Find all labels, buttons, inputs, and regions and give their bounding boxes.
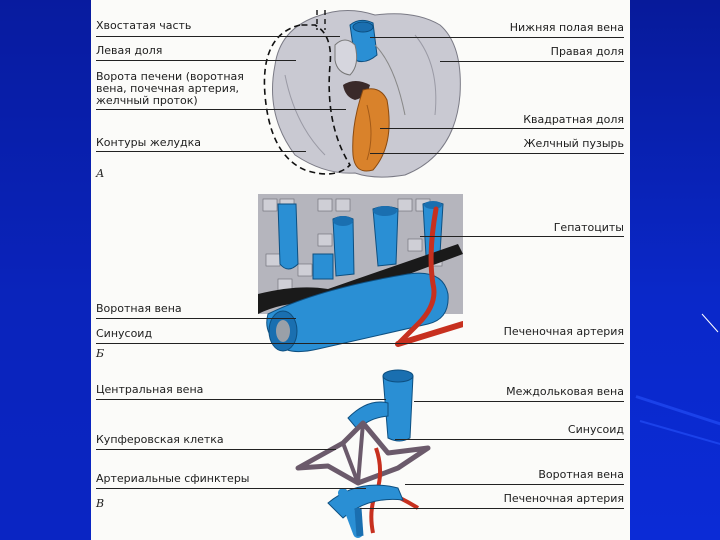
leader-line [420, 236, 624, 237]
leader-line [96, 343, 624, 344]
leader-line [96, 109, 346, 110]
background-stripe [639, 420, 720, 453]
label-inferior-vena-cava: Нижняя полая вена [509, 21, 624, 34]
background-stripe [0, 0, 91, 540]
label-sinusoid-b: Синусоид [96, 327, 153, 340]
label-quadrate-lobe: Квадратная доля [523, 113, 624, 126]
label-portal-vein-c: Воротная вена [538, 468, 624, 481]
label-arterial-sphincters: Артериальные сфинктеры [96, 472, 250, 485]
leader-line [96, 151, 306, 152]
leader-line [96, 488, 366, 489]
background-stripe [635, 395, 720, 436]
liver-illustration [263, 10, 461, 178]
leader-line [96, 449, 336, 450]
section-letter-c: В [96, 497, 105, 510]
leader-line [96, 318, 296, 319]
label-stomach-contour: Контуры желудка [96, 136, 202, 149]
label-interlobular-vein: Междольковая вена [506, 385, 624, 398]
microcirculation-illustration [295, 369, 431, 538]
leader-line [96, 36, 340, 37]
label-sinusoid-c: Синусоид [567, 423, 624, 436]
leader-line [370, 153, 624, 154]
leader-line [96, 60, 296, 61]
section-letter-b: Б [96, 347, 105, 360]
label-hepatic-artery-b: Печеночная артерия [503, 325, 624, 338]
label-gallbladder: Желчный пузырь [523, 137, 624, 150]
label-porta-hepatis-3: желчный проток) [96, 94, 198, 107]
label-left-lobe: Левая доля [96, 44, 163, 57]
hepatic-tissue-illustration [258, 194, 463, 353]
label-porta-hepatis-2: вена, почечная артерия, [96, 82, 240, 95]
slide-arrow-mark [701, 313, 719, 333]
leader-line [370, 37, 624, 38]
label-caudate-lobe: Хвостатая часть [96, 19, 192, 32]
leader-line [440, 61, 624, 62]
label-central-vein: Центральная вена [96, 383, 204, 396]
label-portal-vein-b: Воротная вена [96, 302, 182, 315]
leader-line [96, 399, 386, 400]
label-hepatocytes: Гепатоциты [553, 221, 624, 234]
leader-line [360, 508, 624, 509]
label-kupffer-cell: Купферовская клетка [96, 433, 224, 446]
leader-line [414, 401, 624, 402]
leader-line [405, 484, 624, 485]
label-hepatic-artery-c: Печеночная артерия [503, 492, 624, 505]
label-porta-hepatis-1: Ворота печени (воротная [96, 70, 244, 83]
leader-line [395, 439, 624, 440]
section-letter-a: А [96, 167, 105, 180]
leader-line [380, 128, 624, 129]
label-right-lobe: Правая доля [550, 45, 624, 58]
